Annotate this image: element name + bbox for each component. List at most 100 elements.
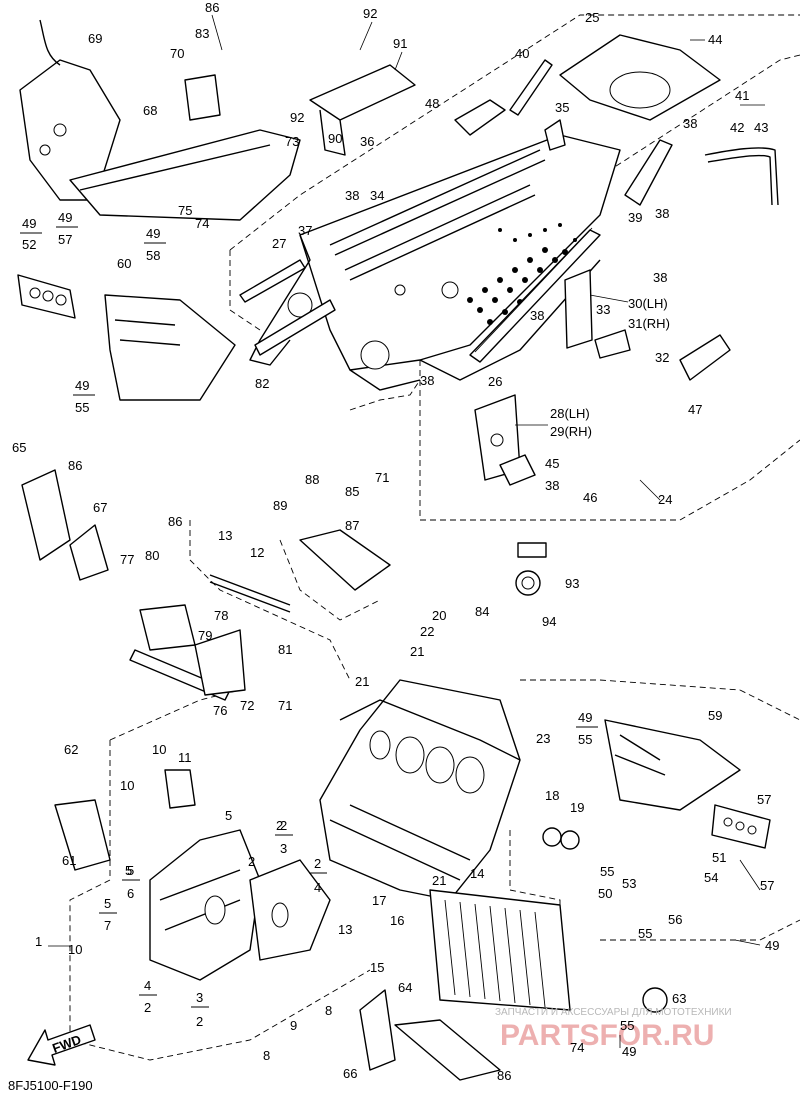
callout-50: 50 <box>598 886 612 901</box>
callout-86b: 86 <box>68 458 82 473</box>
callout-10c: 10 <box>68 942 82 957</box>
callout-83: 83 <box>195 26 209 41</box>
callout-42: 42 <box>730 120 744 135</box>
svg-text:2: 2 <box>196 1014 203 1029</box>
callout-18: 18 <box>545 788 559 803</box>
callout-39: 39 <box>628 210 642 225</box>
callout-65: 65 <box>12 440 26 455</box>
callout-69: 69 <box>88 31 102 46</box>
callout-57a: 57 <box>757 792 771 807</box>
callout-44: 44 <box>708 32 722 47</box>
callout-68: 68 <box>143 103 157 118</box>
fwd-label: FWD <box>50 1032 83 1056</box>
callout-90: 90 <box>328 131 342 146</box>
callout-66: 66 <box>343 1066 357 1081</box>
callout-38c: 38 <box>655 206 669 221</box>
svg-text:2: 2 <box>144 1000 151 1015</box>
callout-47: 47 <box>688 402 702 417</box>
callout-53: 53 <box>622 876 636 891</box>
callout-27: 27 <box>272 236 286 251</box>
callout-8b: 8 <box>263 1048 270 1063</box>
callout-24: 24 <box>658 492 672 507</box>
callout-86a: 86 <box>205 0 219 15</box>
callout-38g: 38 <box>545 478 559 493</box>
callout-25: 25 <box>585 10 599 25</box>
callout-17: 17 <box>372 893 386 908</box>
front-upper-frame <box>19 19 301 221</box>
callout-55a: 55 <box>600 864 614 879</box>
callout-36: 36 <box>360 134 374 149</box>
callout-8a: 8 <box>325 1003 332 1018</box>
callout-38a: 38 <box>345 188 359 203</box>
callout-5b: 5 <box>125 863 132 878</box>
callout-32: 32 <box>655 350 669 365</box>
watermark-tagline: ЗАПЧАСТИ И АКСЕССУАРЫ ДЛЯ МОТОТЕХНИКИ <box>495 1007 732 1018</box>
svg-text:58: 58 <box>146 248 160 263</box>
callout-72: 72 <box>240 698 254 713</box>
callout-76: 76 <box>213 703 227 718</box>
callout-38f: 38 <box>420 373 434 388</box>
callout-38d: 38 <box>653 270 667 285</box>
fraction-5-6: 5 6 <box>122 863 140 901</box>
fraction-2-4: 2 4 <box>309 856 327 895</box>
callout-93: 93 <box>565 576 579 591</box>
callout-61: 61 <box>62 853 76 868</box>
watermark-brand: PARTSFOR.RU <box>500 1019 714 1052</box>
callout-59: 59 <box>708 708 722 723</box>
callout-86c: 86 <box>168 514 182 529</box>
svg-text:49: 49 <box>146 226 160 241</box>
svg-text:6: 6 <box>127 886 134 901</box>
callout-77: 77 <box>120 552 134 567</box>
fraction-49-55-left: 49 55 <box>73 378 95 415</box>
svg-text:4: 4 <box>314 880 321 895</box>
svg-text:5: 5 <box>104 896 111 911</box>
callout-91: 91 <box>393 36 407 51</box>
callout-43: 43 <box>754 120 768 135</box>
callout-49b: 49 <box>622 1044 636 1059</box>
callout-81: 81 <box>278 642 292 657</box>
callout-71b: 71 <box>278 698 292 713</box>
callout-41: 41 <box>735 88 749 103</box>
svg-text:4: 4 <box>144 978 151 993</box>
svg-text:2: 2 <box>314 856 321 871</box>
callout-87: 87 <box>345 518 359 533</box>
callout-84: 84 <box>475 604 489 619</box>
callout-13a: 13 <box>218 528 232 543</box>
fraction-49-58: 49 58 <box>144 226 166 263</box>
svg-text:57: 57 <box>58 232 72 247</box>
callout-20: 20 <box>432 608 446 623</box>
callout-48: 48 <box>425 96 439 111</box>
callout-92b: 92 <box>290 110 304 125</box>
callout-13b: 13 <box>338 922 352 937</box>
callout-89: 89 <box>273 498 287 513</box>
svg-text:49: 49 <box>75 378 89 393</box>
callout-33: 33 <box>596 302 610 317</box>
callout-30lh: 30(LH) <box>628 296 668 311</box>
callout-88: 88 <box>305 472 319 487</box>
svg-text:7: 7 <box>104 918 111 933</box>
callout-22: 22 <box>420 624 434 639</box>
callout-37: 37 <box>298 223 312 238</box>
callout-29rh: 29(RH) <box>550 424 592 439</box>
fraction-49-57: 49 57 <box>56 210 78 247</box>
leader-lines <box>48 14 765 1048</box>
callout-55c: 55 <box>620 1018 634 1033</box>
callout-46: 46 <box>583 490 597 505</box>
callout-19: 19 <box>570 800 584 815</box>
svg-text:55: 55 <box>578 732 592 747</box>
callout-56: 56 <box>668 912 682 927</box>
callout-45: 45 <box>545 456 559 471</box>
front-lower-frame <box>54 574 331 981</box>
callout-60: 60 <box>117 256 131 271</box>
callout-23: 23 <box>536 731 550 746</box>
callout-78: 78 <box>214 608 228 623</box>
callout-38b: 38 <box>683 116 697 131</box>
svg-text:52: 52 <box>22 237 36 252</box>
callout-1: 1 <box>35 934 42 949</box>
callout-5a: 5 <box>225 808 232 823</box>
svg-text:49: 49 <box>58 210 72 225</box>
callout-80: 80 <box>145 548 159 563</box>
callout-21b: 21 <box>355 674 369 689</box>
main-chassis <box>21 469 771 1081</box>
callout-34: 34 <box>370 188 384 203</box>
